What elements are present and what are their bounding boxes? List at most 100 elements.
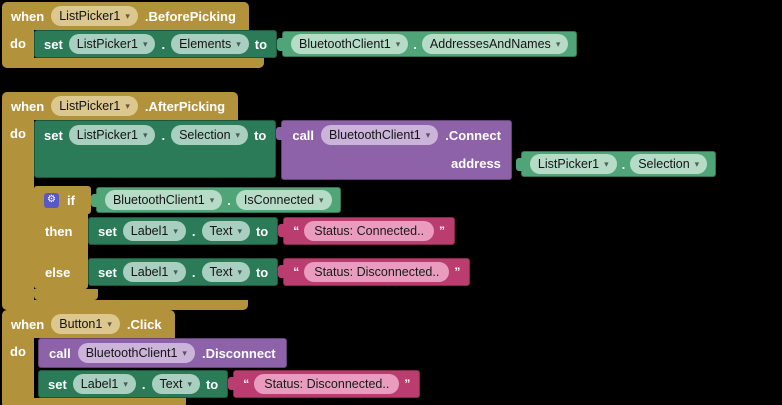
event-block-listpicker-beforepicking[interactable]: when ListPicker1 ▾ .BeforePicking do set…	[2, 2, 578, 68]
to-keyword: to	[254, 127, 267, 143]
getter-block-addressesandnames[interactable]: BluetoothClient1 ▾ . AddressesAndNames ▾	[277, 31, 578, 57]
component-dropdown-button1[interactable]: Button1 ▾	[51, 314, 120, 334]
set-selection-block[interactable]: set ListPicker1 ▾ . Selection ▾ to	[34, 120, 277, 178]
property-dropdown-label: Text	[209, 265, 233, 279]
call-connect-block[interactable]: call BluetoothClient1 ▾ .Connect address	[276, 120, 717, 180]
getter-block-isconnected[interactable]: BluetoothClient1 ▾ . IsConnected ▾	[90, 187, 341, 213]
text-string-block-connected[interactable]: “ Status: Connected.. ”	[278, 217, 456, 245]
do-keyword: do	[10, 36, 26, 51]
property-dropdown-selection[interactable]: Selection ▾	[630, 154, 708, 174]
component-dropdown-bluetoothclient1[interactable]: BluetoothClient1 ▾	[291, 34, 409, 54]
string-value-field[interactable]: Status: Disconnected..	[304, 262, 450, 282]
text-string-block-disconnected[interactable]: “ Status: Disconnected.. ”	[278, 258, 471, 286]
dropdown-arrow-icon: ▾	[173, 225, 178, 236]
property-dropdown-label: Selection	[179, 128, 231, 142]
do-keyword: do	[10, 344, 26, 359]
dropdown-arrow-icon: ▾	[237, 266, 242, 277]
dropdown-arrow-icon: ▾	[107, 318, 112, 329]
dropdown-arrow-icon: ▾	[142, 38, 148, 49]
event-block-footer[interactable]	[2, 300, 248, 310]
call-keyword: call	[292, 127, 315, 143]
mutator-gear-icon[interactable]: ⚙	[44, 192, 59, 208]
component-dropdown-label1[interactable]: Label1 ▾	[72, 374, 136, 394]
string-value-field[interactable]: Status: Connected..	[304, 221, 435, 241]
event-header[interactable]: when Button1 ▾ .Click	[2, 310, 175, 338]
do-gutter[interactable]: do	[2, 30, 34, 58]
event-block-listpicker-afterpicking[interactable]: when ListPicker1 ▾ .AfterPicking do set	[2, 92, 717, 310]
property-dropdown-text[interactable]: Text ▾	[201, 221, 250, 241]
component-dropdown-label: BluetoothClient1	[85, 346, 178, 360]
string-value-field[interactable]: Status: Disconnected..	[254, 374, 400, 394]
open-quote: “	[293, 224, 300, 238]
component-dropdown-listpicker1[interactable]: ListPicker1 ▾	[51, 6, 138, 26]
dot-separator: .	[621, 156, 626, 172]
method-name-label: .Disconnect	[201, 345, 276, 361]
close-quote: ”	[404, 377, 411, 391]
getter-block-selection[interactable]: ListPicker1 ▾ . Selection ▾	[515, 151, 717, 177]
open-quote: “	[293, 265, 300, 279]
set-label-text-block[interactable]: set Label1 ▾ . Text ▾ to	[38, 370, 229, 398]
component-dropdown-listpicker1[interactable]: ListPicker1 ▾	[68, 34, 156, 54]
dropdown-arrow-icon: ▾	[425, 129, 431, 140]
if-then-else-block[interactable]: ⚙ if BluetoothClient1 ▾ . IsConnected	[34, 186, 471, 300]
set-keyword: set	[44, 36, 63, 52]
dropdown-arrow-icon: ▾	[555, 38, 561, 49]
component-dropdown-label: Label1	[130, 265, 169, 279]
dropdown-arrow-icon: ▾	[604, 158, 609, 169]
property-dropdown-addressesandnames[interactable]: AddressesAndNames ▾	[421, 34, 569, 54]
component-dropdown-label: Label1	[80, 377, 119, 391]
component-dropdown-listpicker1[interactable]: ListPicker1 ▾	[68, 125, 156, 145]
component-dropdown-bluetoothclient1[interactable]: BluetoothClient1 ▾	[104, 190, 223, 210]
component-dropdown-label: ListPicker1	[76, 128, 138, 142]
method-name-label: .Connect	[445, 127, 501, 143]
component-dropdown-label: ListPicker1	[59, 99, 121, 113]
event-name-label: .Click	[126, 316, 162, 332]
component-dropdown-label: ListPicker1	[76, 37, 138, 51]
if-block-footer[interactable]	[34, 289, 98, 300]
set-label-text-block[interactable]: set Label1 ▾ . Text ▾ to	[88, 217, 279, 245]
event-block-footer[interactable]	[2, 398, 186, 405]
when-keyword: when	[11, 98, 45, 114]
dropdown-arrow-icon: ▾	[395, 38, 401, 49]
component-dropdown-listpicker1[interactable]: ListPicker1 ▾	[51, 96, 138, 116]
if-keyword: if	[67, 192, 75, 208]
set-keyword: set	[48, 376, 67, 392]
property-dropdown-isconnected[interactable]: IsConnected ▾	[235, 190, 332, 210]
component-dropdown-label: Label1	[130, 224, 169, 238]
call-keyword: call	[49, 345, 71, 361]
component-dropdown-label1[interactable]: Label1 ▾	[122, 221, 186, 241]
call-disconnect-block[interactable]: call BluetoothClient1 ▾ .Disconnect	[38, 338, 287, 368]
set-elements-block[interactable]: set ListPicker1 ▾ . Elements ▾ to	[34, 30, 278, 58]
set-label-text-block[interactable]: set Label1 ▾ . Text ▾ to	[88, 258, 279, 286]
do-gutter[interactable]: do	[2, 338, 34, 398]
set-keyword: set	[98, 223, 117, 239]
dot-separator: .	[227, 192, 231, 208]
component-dropdown-label: BluetoothClient1	[299, 37, 391, 51]
event-name-label: .BeforePicking	[144, 8, 236, 24]
do-gutter[interactable]: do	[2, 120, 34, 300]
component-dropdown-bluetoothclient1[interactable]: BluetoothClient1 ▾	[77, 343, 195, 363]
component-dropdown-listpicker1[interactable]: ListPicker1 ▾	[529, 154, 617, 174]
event-block-button-click[interactable]: when Button1 ▾ .Click do call BluetoothC…	[2, 310, 421, 405]
if-block-header[interactable]: ⚙ if	[34, 186, 91, 214]
component-dropdown-bluetoothclient1[interactable]: BluetoothClient1 ▾	[321, 125, 439, 145]
property-dropdown-text[interactable]: Text ▾	[201, 262, 250, 282]
event-header[interactable]: when ListPicker1 ▾ .BeforePicking	[2, 2, 249, 30]
to-keyword: to	[205, 376, 219, 392]
close-quote: ”	[439, 224, 446, 238]
event-block-footer[interactable]	[2, 58, 264, 68]
text-string-block-disconnected[interactable]: “ Status: Disconnected.. ”	[228, 370, 421, 398]
do-keyword: do	[10, 126, 26, 141]
component-dropdown-label1[interactable]: Label1 ▾	[122, 262, 186, 282]
dropdown-arrow-icon: ▾	[694, 158, 700, 169]
dropdown-arrow-icon: ▾	[173, 266, 178, 277]
dropdown-arrow-icon: ▾	[209, 194, 215, 205]
dropdown-arrow-icon: ▾	[125, 10, 130, 21]
dropdown-arrow-icon: ▾	[235, 129, 241, 140]
property-dropdown-elements[interactable]: Elements ▾	[171, 34, 249, 54]
property-dropdown-selection[interactable]: Selection ▾	[171, 125, 249, 145]
property-dropdown-text[interactable]: Text ▾	[151, 374, 200, 394]
event-header[interactable]: when ListPicker1 ▾ .AfterPicking	[2, 92, 239, 120]
then-keyword: then	[45, 223, 73, 239]
param-label-address: address	[451, 155, 501, 171]
